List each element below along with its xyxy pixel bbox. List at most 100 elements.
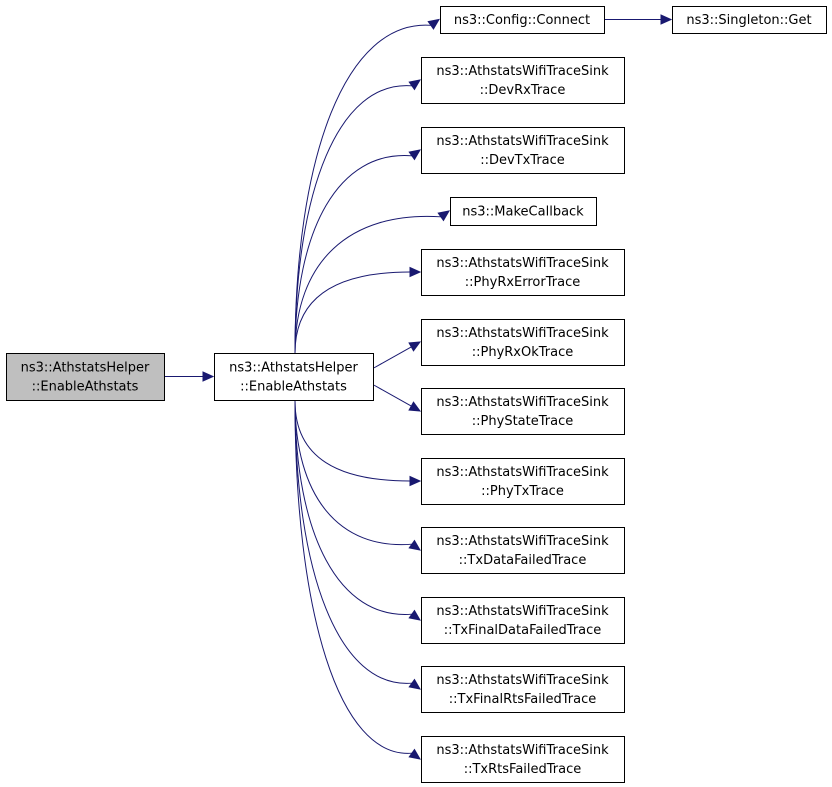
- node-txdata[interactable]: ns3::AthstatsWifiTraceSink::TxDataFailed…: [421, 527, 625, 574]
- edge-enable-to-devtx: [294, 149, 421, 354]
- edge-arrowhead: [202, 371, 215, 382]
- node-label-line: ns3::AthstatsWifiTraceSink: [436, 465, 609, 480]
- edge-line: [294, 85, 412, 354]
- edge-arrowhead: [660, 14, 673, 25]
- edge-line: [373, 346, 412, 369]
- edge-enable-to-phystate: [373, 384, 422, 412]
- node-label-line: ::TxFinalDataFailedTrace: [444, 623, 602, 638]
- edge-enable-to-txfinaldata: [294, 400, 421, 621]
- node-label-line: ns3::AthstatsWifiTraceSink: [436, 256, 609, 271]
- node-label-line: ns3::AthstatsWifiTraceSink: [436, 604, 609, 619]
- edge-arrowhead: [408, 539, 421, 551]
- edge-arrowhead: [437, 210, 450, 222]
- node-phyrxok[interactable]: ns3::AthstatsWifiTraceSink::PhyRxOkTrace: [421, 319, 625, 366]
- node-label-line: ::TxDataFailedTrace: [459, 553, 587, 568]
- node-box[interactable]: [421, 597, 625, 644]
- edge-line: [294, 24, 431, 354]
- edge-line: [294, 215, 441, 354]
- node-box[interactable]: [421, 458, 625, 505]
- node-box[interactable]: [421, 736, 625, 783]
- node-box[interactable]: [421, 527, 625, 574]
- edge-enable-to-txdata: [294, 400, 421, 551]
- edge-enable-to-devrx: [294, 79, 421, 354]
- node-box[interactable]: [421, 319, 625, 366]
- node-txfinalrts[interactable]: ns3::AthstatsWifiTraceSink::TxFinalRtsFa…: [421, 666, 625, 713]
- node-label-line: ns3::AthstatsWifiTraceSink: [436, 64, 609, 79]
- edge-line: [294, 271, 411, 354]
- edge-enable-to-connect: [294, 18, 440, 354]
- graph-nodes: ns3::AthstatsHelper::EnableAthstatsns3::…: [6, 6, 827, 783]
- edge-enable-to-txrts: [294, 400, 421, 760]
- node-label-line: ::PhyRxOkTrace: [472, 345, 574, 360]
- node-phyrxerr[interactable]: ns3::AthstatsWifiTraceSink::PhyRxErrorTr…: [421, 249, 625, 296]
- node-makecb[interactable]: ns3::MakeCallback: [450, 197, 597, 226]
- node-label-line: ns3::AthstatsWifiTraceSink: [436, 534, 609, 549]
- graph-edges: [165, 14, 673, 760]
- node-box[interactable]: [421, 127, 625, 174]
- node-label-line: ::PhyTxTrace: [481, 484, 564, 499]
- node-label-line: ::DevRxTrace: [480, 83, 566, 98]
- node-box[interactable]: [440, 6, 605, 34]
- node-label-line: ns3::Singleton::Get: [686, 13, 811, 28]
- node-enable[interactable]: ns3::AthstatsHelper::EnableAthstats: [214, 353, 374, 401]
- node-label-line: ::PhyStateTrace: [472, 414, 573, 429]
- node-phystate[interactable]: ns3::AthstatsWifiTraceSink::PhyStateTrac…: [421, 388, 625, 435]
- node-box[interactable]: [421, 388, 625, 435]
- node-box[interactable]: [6, 353, 165, 401]
- edge-arrowhead: [408, 609, 421, 621]
- edge-arrowhead: [408, 149, 421, 161]
- edge-line: [294, 400, 412, 684]
- node-label-line: ns3::MakeCallback: [462, 205, 584, 220]
- node-label-line: ::TxFinalRtsFailedTrace: [449, 692, 596, 707]
- edge-enable-to-phyrxerr: [294, 266, 422, 354]
- edge-arrowhead: [408, 79, 421, 91]
- node-box[interactable]: [214, 353, 374, 401]
- node-txfinaldata[interactable]: ns3::AthstatsWifiTraceSink::TxFinalDataF…: [421, 597, 625, 644]
- edge-arrowhead: [408, 678, 421, 690]
- node-label-line: ::PhyRxErrorTrace: [465, 275, 580, 290]
- node-label-line: ns3::Config::Connect: [454, 13, 590, 28]
- node-label-line: ::DevTxTrace: [480, 153, 565, 168]
- node-label-line: ns3::AthstatsHelper: [21, 361, 150, 376]
- node-root[interactable]: ns3::AthstatsHelper::EnableAthstats: [6, 353, 165, 401]
- node-devrx[interactable]: ns3::AthstatsWifiTraceSink::DevRxTrace: [421, 57, 625, 104]
- edge-enable-to-phyrxok: [373, 341, 422, 369]
- node-box[interactable]: [672, 6, 827, 34]
- edge-enable-to-txfinalrts: [294, 400, 421, 690]
- edge-line: [294, 400, 412, 615]
- node-txrts[interactable]: ns3::AthstatsWifiTraceSink::TxRtsFailedT…: [421, 736, 625, 783]
- edge-line: [294, 400, 412, 546]
- node-box[interactable]: [421, 249, 625, 296]
- edge-arrowhead: [408, 748, 421, 760]
- node-label-line: ns3::AthstatsWifiTraceSink: [436, 326, 609, 341]
- node-label-line: ::TxRtsFailedTrace: [464, 762, 582, 777]
- node-label-line: ns3::AthstatsWifiTraceSink: [436, 673, 609, 688]
- edge-arrowhead: [409, 475, 422, 487]
- edge-arrowhead: [427, 18, 440, 30]
- edge-root-to-enable: [165, 371, 215, 382]
- node-box[interactable]: [421, 666, 625, 713]
- node-label-line: ns3::AthstatsWifiTraceSink: [436, 743, 609, 758]
- node-label-line: ns3::AthstatsWifiTraceSink: [436, 395, 609, 410]
- edge-enable-to-makecb: [294, 210, 450, 354]
- node-box[interactable]: [421, 57, 625, 104]
- node-label-line: ::EnableAthstats: [32, 380, 139, 395]
- node-devtx[interactable]: ns3::AthstatsWifiTraceSink::DevTxTrace: [421, 127, 625, 174]
- edge-line: [294, 400, 411, 482]
- node-label-line: ns3::AthstatsHelper: [229, 361, 358, 376]
- node-box[interactable]: [450, 197, 597, 226]
- node-label-line: ns3::AthstatsWifiTraceSink: [436, 134, 609, 149]
- edge-line: [294, 155, 412, 354]
- node-phytx[interactable]: ns3::AthstatsWifiTraceSink::PhyTxTrace: [421, 458, 625, 505]
- edge-connect-to-singleton: [605, 14, 673, 25]
- edge-arrowhead: [408, 401, 422, 412]
- node-label-line: ::EnableAthstats: [240, 380, 347, 395]
- node-connect[interactable]: ns3::Config::Connect: [440, 6, 605, 34]
- edge-arrowhead: [408, 341, 422, 352]
- node-singleton[interactable]: ns3::Singleton::Get: [672, 6, 827, 34]
- edge-line: [294, 400, 412, 754]
- edge-enable-to-phytx: [294, 400, 422, 487]
- edge-arrowhead: [409, 266, 422, 278]
- edge-line: [373, 384, 412, 407]
